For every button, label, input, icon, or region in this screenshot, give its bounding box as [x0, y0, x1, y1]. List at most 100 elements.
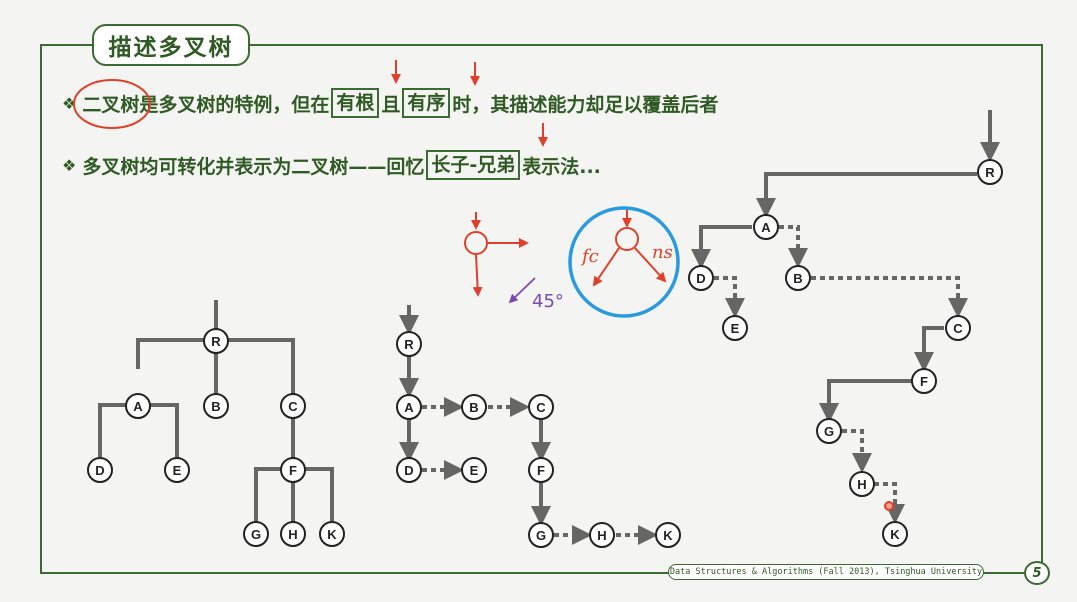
blue-highlight-circle [568, 206, 680, 318]
node-label: F [289, 463, 297, 478]
node-circle [816, 418, 842, 444]
tree-node-multiway-E: E [164, 457, 190, 483]
node-label: A [761, 220, 771, 235]
node-circle [461, 394, 487, 420]
tree-node-first_child_next_sibling-C: C [528, 394, 554, 420]
node-circle [722, 315, 748, 341]
node-circle [785, 265, 811, 291]
node-label: F [920, 374, 928, 389]
footer-course-label: Data Structures & Algorithms (Fall 2013)… [668, 564, 984, 580]
node-label: H [288, 527, 297, 542]
tree-node-multiway-K: K [319, 521, 345, 547]
node-label: K [327, 527, 337, 542]
tree-node-multiway-D: D [87, 457, 113, 483]
node-label: G [536, 528, 546, 543]
tree-node-multiway-H: H [280, 521, 306, 547]
hand-node [464, 231, 488, 255]
node-label: A [404, 400, 414, 415]
tree-node-first_child_next_sibling-A: A [396, 394, 422, 420]
node-label: C [288, 399, 298, 414]
fcns-sibling-links [422, 397, 658, 545]
pointer-dot [884, 501, 894, 511]
node-circle [396, 331, 422, 357]
node-circle [977, 159, 1003, 185]
node-label: R [211, 334, 221, 349]
bullet-1-part-5: 时，其描述能力却足以覆盖后者 [452, 93, 719, 116]
tree-node-multiway-B: B [203, 393, 229, 419]
node-circle [528, 522, 554, 548]
node-circle [882, 521, 908, 547]
node-label: B [793, 271, 802, 286]
node-circle [164, 457, 190, 483]
tree-node-binary_rotated-E: E [722, 315, 748, 341]
node-circle [280, 521, 306, 547]
page-number: 5 [1024, 561, 1050, 585]
tree-node-first_child_next_sibling-R: R [396, 331, 422, 357]
tree-node-multiway-F: F [280, 457, 306, 483]
tree-node-binary_rotated-F: F [911, 368, 937, 394]
tree-node-first_child_next_sibling-G: G [528, 522, 554, 548]
node-circle [945, 315, 971, 341]
tree-node-first_child_next_sibling-F: F [528, 457, 554, 483]
tree-node-binary_rotated-H: H [849, 471, 875, 497]
label-fc: fc [580, 246, 599, 267]
tree-node-multiway-C: C [280, 393, 306, 419]
node-label: E [470, 463, 479, 478]
tree-node-first_child_next_sibling-B: B [461, 394, 487, 420]
node-label: D [404, 463, 413, 478]
node-label: B [469, 400, 478, 415]
bullet-1-boxed-ordered: 有序 [402, 88, 451, 118]
tree-node-first_child_next_sibling-H: H [589, 522, 615, 548]
node-circle [319, 521, 345, 547]
node-circle [849, 471, 875, 497]
node-label: F [537, 463, 545, 478]
node-circle [280, 457, 306, 483]
fcns-tree [399, 305, 551, 526]
node-circle [396, 394, 422, 420]
node-label: C [953, 321, 963, 336]
node-circle [203, 328, 229, 354]
tree-node-binary_rotated-B: B [785, 265, 811, 291]
node-circle [87, 457, 113, 483]
node-label: G [251, 527, 261, 542]
tree-node-first_child_next_sibling-D: D [396, 457, 422, 483]
node-circle [911, 368, 937, 394]
node-circle [125, 393, 151, 419]
node-circle [753, 214, 779, 240]
purple-arrow [508, 277, 536, 304]
tree-node-multiway-R: R [203, 328, 229, 354]
bullet-2-part-2: 表示法... [522, 155, 601, 178]
tree-node-first_child_next_sibling-E: E [461, 457, 487, 483]
hand-node-2 [615, 227, 639, 251]
node-label: D [696, 271, 705, 286]
bullet-2: ❖ 多叉树均可转化并表示为二叉树——回忆 长子-兄弟 表示法... [62, 150, 601, 180]
node-label: E [731, 321, 740, 336]
bullet-2-part-0: 多叉树均可转化并表示为二叉树——回忆 [82, 155, 425, 178]
bullet-1-part-3: 且 [381, 93, 401, 116]
red-annotations [73, 60, 894, 511]
tree-node-binary_rotated-A: A [753, 214, 779, 240]
node-label: R [985, 165, 995, 180]
node-circle [243, 521, 269, 547]
bullet-1-part-0: 二叉树 [82, 93, 140, 116]
bullet-diamond-icon: ❖ [62, 93, 77, 113]
node-label: K [663, 528, 673, 543]
slide-frame [40, 44, 1043, 574]
node-label: B [211, 399, 220, 414]
bullet-2-boxed-fcns: 长子-兄弟 [426, 150, 521, 180]
node-label: H [857, 477, 866, 492]
node-circle [280, 393, 306, 419]
node-circle [528, 457, 554, 483]
tree-node-multiway-G: G [243, 521, 269, 547]
label-ns: ns [652, 242, 673, 263]
tree-node-binary_rotated-K: K [882, 521, 908, 547]
node-label: A [133, 399, 143, 414]
node-circle [461, 457, 487, 483]
tree-node-binary_rotated-C: C [945, 315, 971, 341]
node-circle [396, 457, 422, 483]
node-label: E [173, 463, 182, 478]
bullet-1-part-1: 是多叉树的特例，但在 [139, 93, 330, 116]
circle-binary-tree [73, 79, 151, 129]
bullet-1: ❖ 二叉树 是多叉树的特例，但在 有根 且 有序 时，其描述能力却足以覆盖后者 [62, 88, 718, 118]
